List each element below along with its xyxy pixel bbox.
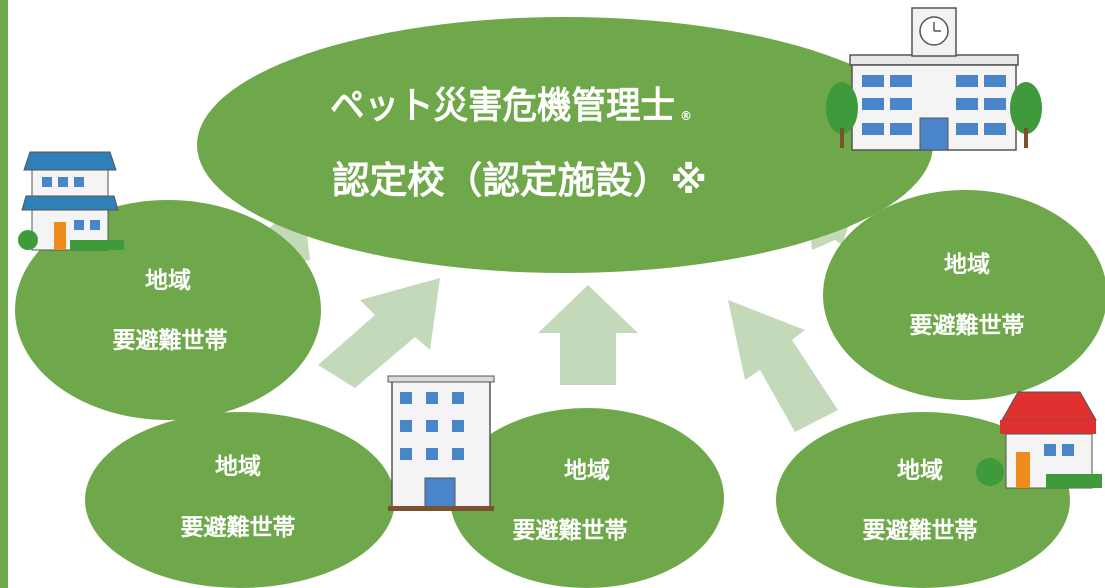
center-title-line1: ペット災害危機管理士: [330, 84, 675, 127]
arrow-center-up: [538, 285, 638, 385]
center-ellipse: [197, 17, 933, 273]
household-bottom-center-line2: 要避難世帯: [513, 517, 628, 544]
arrow-bottom-left: [318, 278, 440, 388]
household-right-line1: 地域: [944, 251, 990, 278]
household-ellipse-right: [823, 190, 1105, 400]
household-bottom-right-line1: 地域: [897, 457, 943, 484]
household-bottom-right-line2: 要避難世帯: [863, 517, 978, 544]
household-bottom-left-line1: 地域: [215, 453, 261, 480]
center-title-line2: 認定校（認定施設）※: [332, 159, 707, 202]
household-bottom-center-line1: 地域: [564, 457, 610, 484]
registered-mark: ®: [680, 109, 692, 123]
household-ellipse-bottom-center: [450, 408, 724, 588]
household-ellipse-left: [15, 200, 321, 420]
red-roof-house-icon: [976, 391, 1102, 489]
left-accent-bar: [0, 0, 8, 588]
household-right-line2: 要避難世帯: [910, 312, 1025, 339]
arrow-bottom-right: [728, 300, 838, 432]
household-ellipse-bottom-right: [776, 412, 1070, 588]
household-bottom-left-line2: 要避難世帯: [181, 514, 296, 541]
school-building-icon: [826, 7, 1042, 151]
household-ellipse-bottom-left: [85, 412, 395, 588]
household-left-line1: 地域: [145, 267, 191, 294]
apartment-building-icon: [387, 375, 495, 511]
household-left-line2: 要避難世帯: [113, 327, 228, 354]
two-story-house-icon: [18, 151, 124, 251]
